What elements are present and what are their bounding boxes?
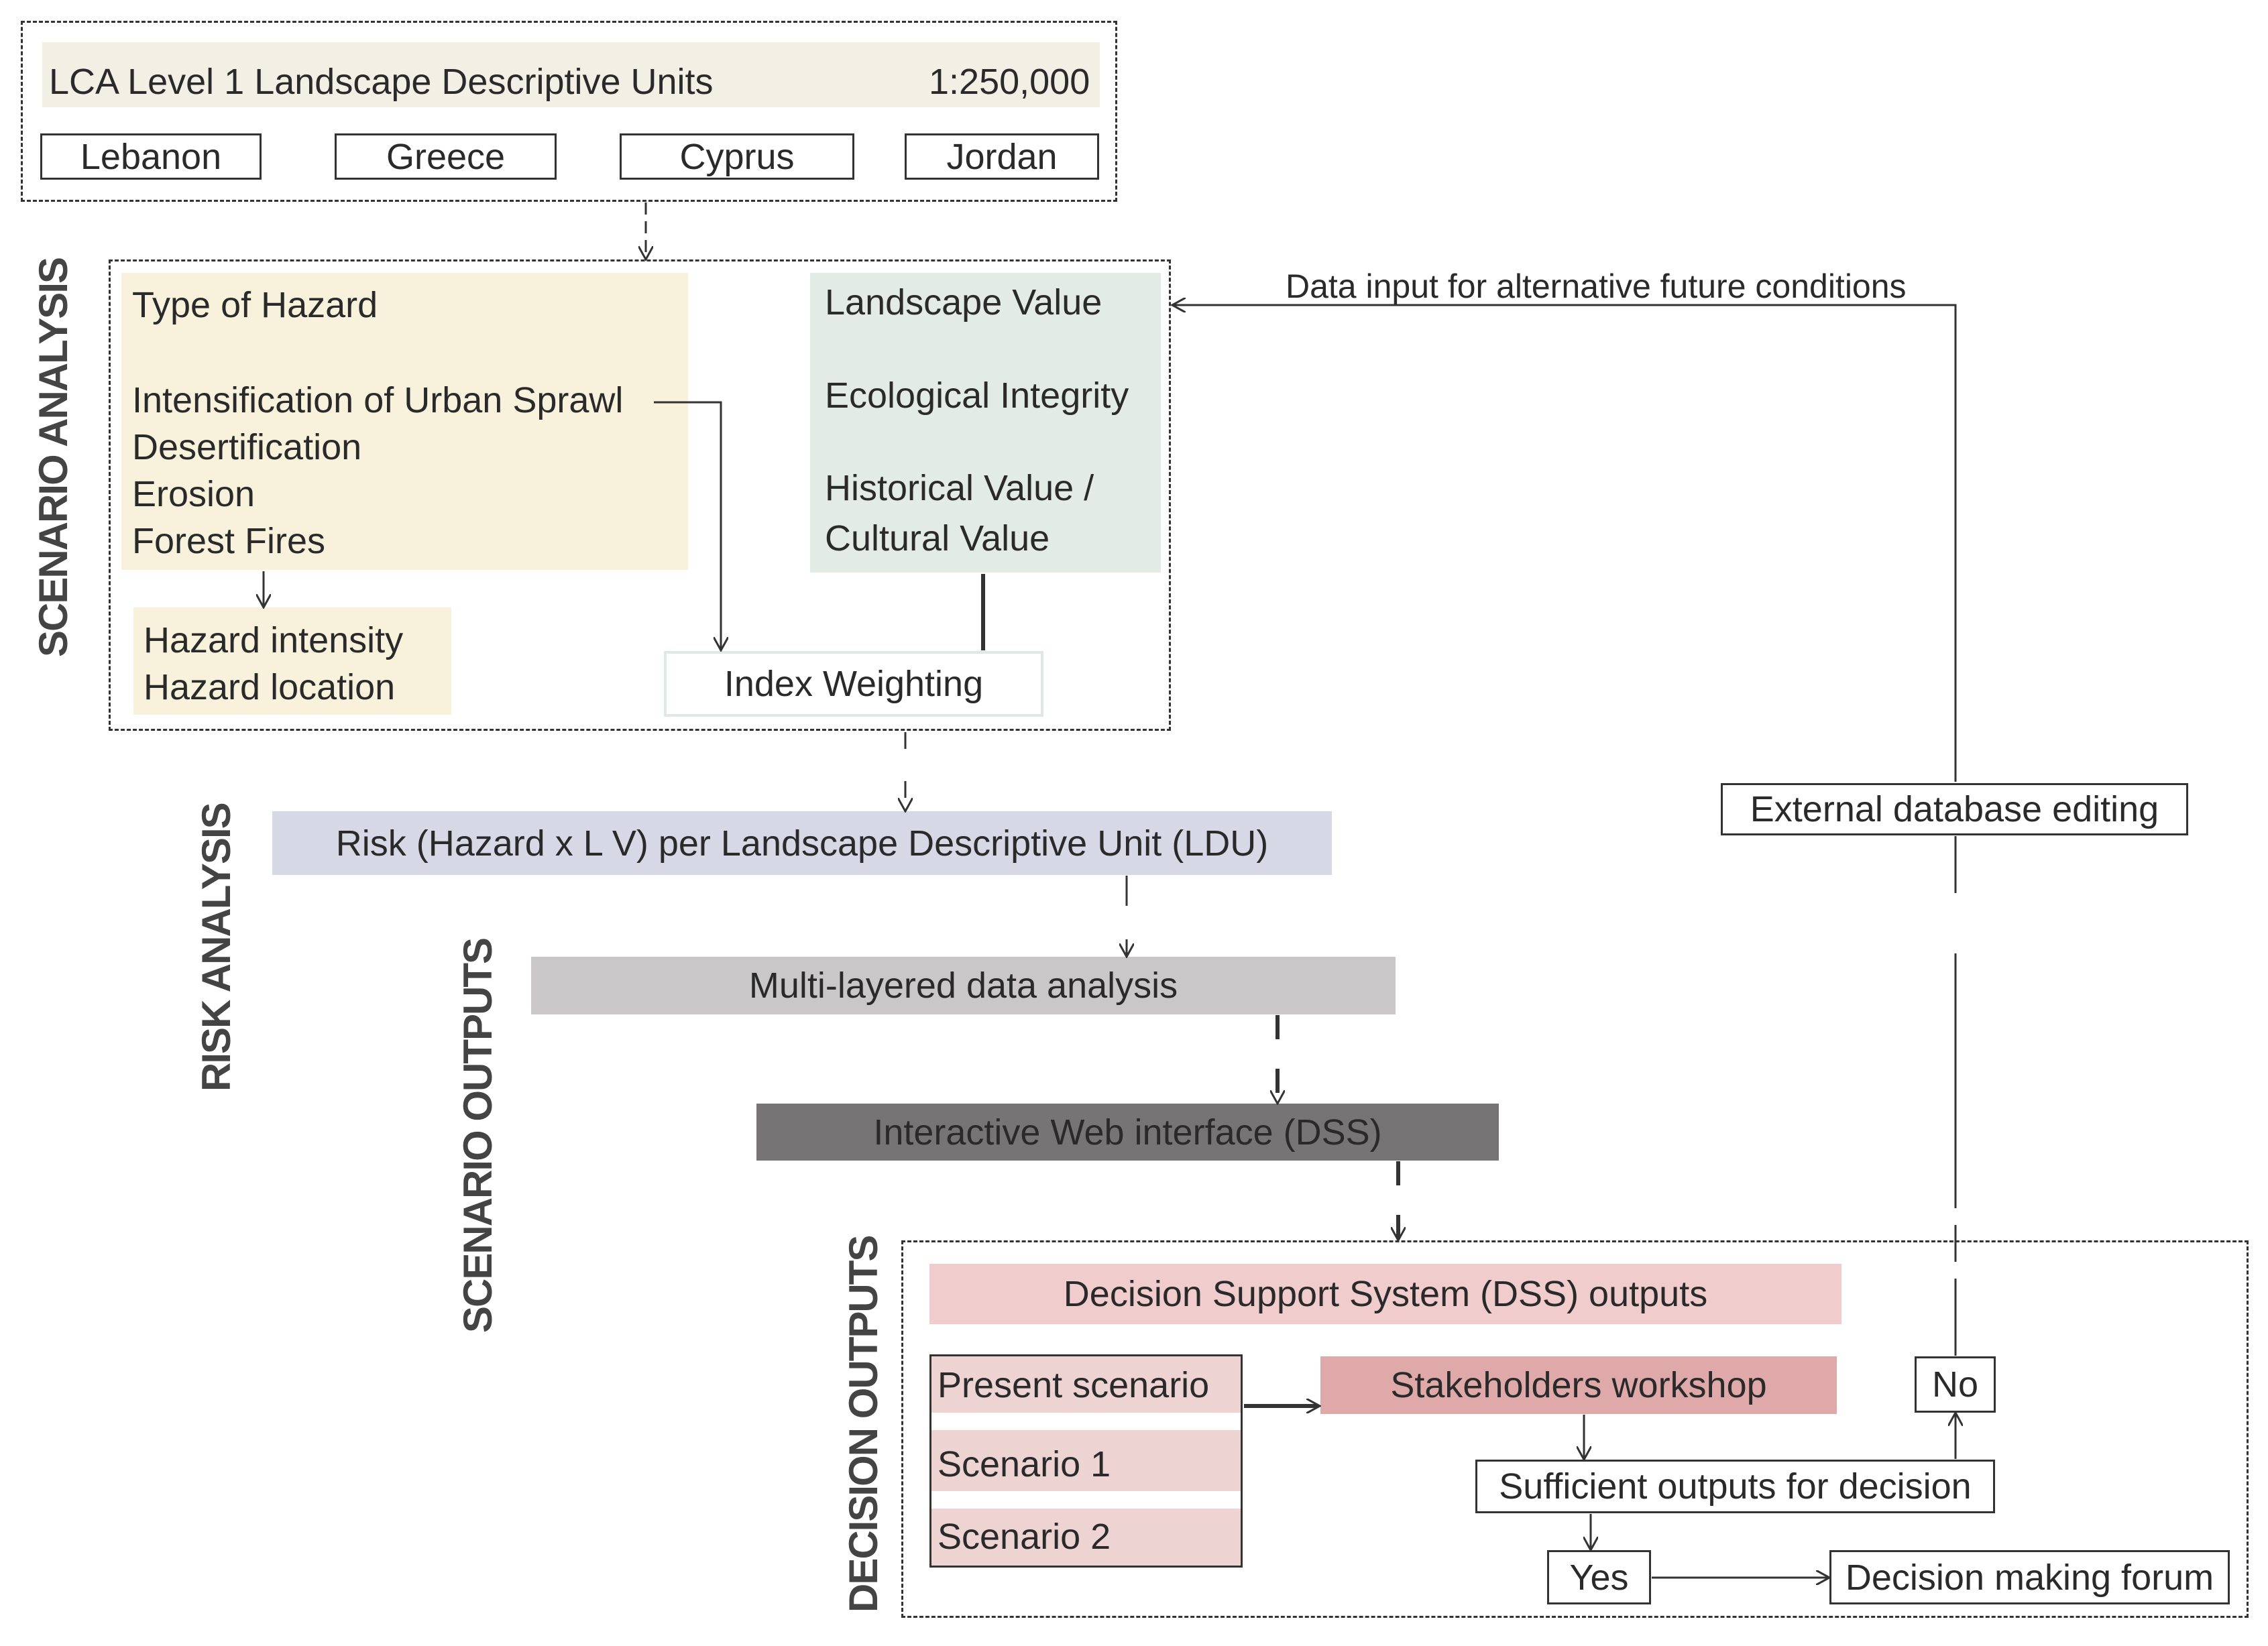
present-scenario: Present scenario	[938, 1365, 1210, 1405]
landscape-value: Landscape Value	[825, 282, 1102, 322]
hazard-item-desertification: Desertification	[132, 427, 362, 467]
country-greece: Greece	[335, 133, 557, 180]
landscape-panel	[810, 273, 1161, 573]
hazard-item-erosion: Erosion	[132, 474, 256, 514]
arrow-sprawl-to-index	[654, 401, 721, 649]
hazard-intensity: Hazard intensity	[144, 620, 404, 660]
feedback-label: Data input for alternative future condit…	[1286, 268, 1907, 305]
multi-layered-bar: Multi-layered data analysis	[531, 957, 1396, 1014]
hazard-item-urban-sprawl: Intensification of Urban Sprawl	[132, 380, 624, 420]
no-box: No	[1915, 1356, 1996, 1413]
cultural-value: Cultural Value	[825, 518, 1050, 559]
lca-title-bar	[42, 42, 1100, 107]
scenario-1: Scenario 1	[938, 1444, 1111, 1484]
hazard-item-forest-fires: Forest Fires	[132, 521, 326, 561]
lca-group	[21, 21, 1117, 202]
external-database-box: External database editing	[1721, 783, 2188, 835]
arrow-database-to-landscape	[1174, 305, 1957, 782]
country-jordan: Jordan	[905, 133, 1099, 180]
decision-outputs-group	[901, 1240, 2249, 1618]
ecological-integrity: Ecological Integrity	[825, 375, 1129, 416]
hazard-detail-panel	[133, 607, 451, 715]
yes-box: Yes	[1547, 1550, 1651, 1604]
sufficient-outputs-box: Sufficient outputs for decision	[1475, 1460, 1995, 1513]
index-weighting-box: Index Weighting	[664, 651, 1043, 717]
stakeholders-workshop-bar: Stakeholders workshop	[1320, 1356, 1837, 1414]
country-cyprus: Cyprus	[620, 133, 854, 180]
country-lebanon: Lebanon	[40, 133, 262, 180]
hazard-panel	[121, 273, 688, 570]
risk-bar: Risk (Hazard x L V) per Landscape Descri…	[272, 811, 1332, 875]
lca-scale: 1:250,000	[929, 62, 1090, 102]
hazard-location: Hazard location	[144, 667, 396, 707]
dss-outputs-bar: Decision Support System (DSS) outputs	[929, 1264, 1841, 1324]
hazard-title: Type of Hazard	[132, 285, 378, 325]
scenario-separator-2	[931, 1491, 1241, 1509]
scenario-2: Scenario 2	[938, 1517, 1111, 1557]
historical-value: Historical Value /	[825, 468, 1094, 508]
lca-title: LCA Level 1 Landscape Descriptive Units	[49, 62, 714, 102]
scenario-list	[929, 1354, 1243, 1568]
web-interface-bar: Interactive Web interface (DSS)	[756, 1104, 1499, 1161]
scenario-separator-1	[931, 1413, 1241, 1430]
